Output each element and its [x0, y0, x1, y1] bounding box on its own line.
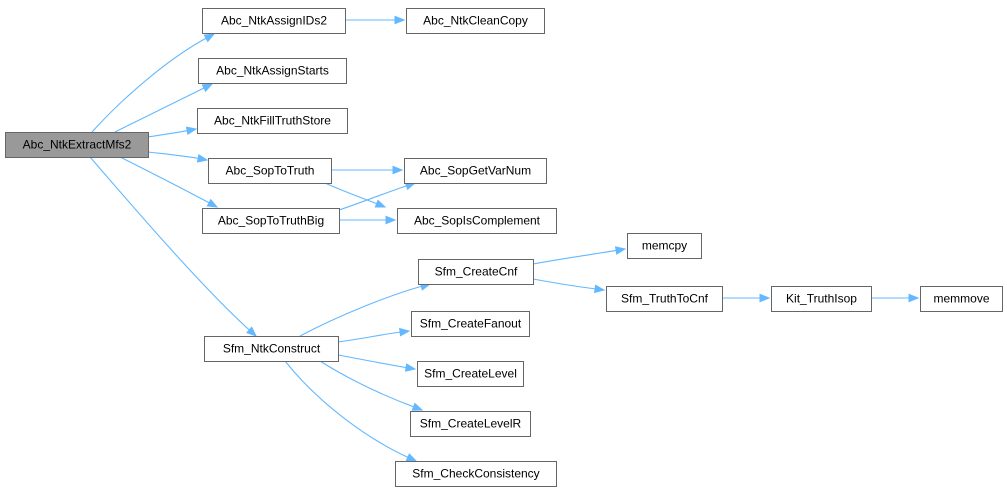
- node-label: Abc_SopGetVarNum: [420, 164, 531, 178]
- edge-line: [89, 156, 250, 331]
- edge-line: [337, 331, 401, 343]
- node-label: Sfm_NtkConstruct: [223, 342, 321, 356]
- arrowhead: [203, 33, 216, 43]
- node-label: Abc_NtkAssignIDs2: [221, 14, 327, 28]
- node-abc-ntkcleancopy[interactable]: Abc_NtkCleanCopy: [406, 8, 545, 34]
- node-abc-soptotruth[interactable]: Abc_SopToTruth: [208, 158, 332, 184]
- edge-n0-to-n3: [114, 83, 214, 133]
- arrowhead: [908, 293, 920, 303]
- edge-line: [299, 285, 422, 337]
- arrowhead: [405, 453, 418, 462]
- node-abc-sopgetvarnum[interactable]: Abc_SopGetVarNum: [404, 158, 547, 184]
- node-label: Sfm_CreateFanout: [420, 317, 522, 331]
- edge-n0-to-n9: [89, 156, 257, 337]
- node-memmove[interactable]: memmove: [920, 286, 1003, 312]
- edge-n0-to-n4: [147, 126, 198, 138]
- node-memcpy[interactable]: memcpy: [627, 233, 702, 259]
- edge-n5-to-n6: [331, 165, 404, 175]
- arrowhead: [614, 246, 627, 255]
- arrowhead: [759, 293, 771, 303]
- edge-line: [319, 360, 414, 408]
- edge-n1-to-n2: [344, 15, 406, 25]
- node-sfm-createcnf[interactable]: Sfm_CreateCnf: [418, 259, 534, 285]
- edge-line: [532, 278, 596, 290]
- arrowhead: [201, 83, 214, 93]
- node-sfm-ntkconstruct[interactable]: Sfm_NtkConstruct: [204, 336, 339, 362]
- node-label: Sfm_CreateLevelR: [420, 417, 522, 431]
- node-abc-ntkfilltruthstore[interactable]: Abc_NtkFillTruthStore: [197, 108, 348, 134]
- node-label: Abc_NtkCleanCopy: [423, 14, 528, 28]
- arrowhead: [185, 126, 198, 136]
- edge-n9-to-n15: [337, 327, 411, 343]
- edge-n0-to-n1: [91, 33, 216, 133]
- arrowhead: [404, 363, 417, 372]
- edge-n0-to-n7: [119, 156, 219, 208]
- node-label: Abc_NtkExtractMfs2: [23, 138, 132, 152]
- edge-line: [119, 156, 210, 204]
- node-label: Sfm_CheckConsistency: [412, 467, 539, 481]
- edge-line: [114, 87, 205, 133]
- edge-n5-to-n8: [324, 182, 387, 208]
- node-label: Abc_SopToTruth: [226, 164, 315, 178]
- arrowhead: [394, 15, 406, 25]
- node-label: Abc_SopIsComplement: [414, 214, 541, 228]
- edge-line: [147, 151, 199, 159]
- edge-line: [338, 185, 407, 211]
- edge-line: [147, 130, 188, 138]
- arrowhead: [411, 402, 424, 411]
- node-abc-soptotruthbig[interactable]: Abc_SopToTruthBig: [202, 208, 340, 234]
- edge-n12-to-n13: [721, 293, 771, 303]
- node-sfm-truthtocnf[interactable]: Sfm_TruthToCnf: [606, 286, 723, 312]
- arrowhead: [196, 154, 209, 163]
- arrowhead: [246, 326, 257, 337]
- node-label: Sfm_CreateLevel: [424, 367, 517, 381]
- node-layer: Abc_NtkExtractMfs2 Abc_NtkAssignIDs2 Abc…: [5, 8, 1003, 487]
- arrowhead: [385, 215, 397, 225]
- edge-line: [532, 249, 617, 265]
- edge-n9-to-n17: [319, 360, 424, 411]
- node-label: Abc_NtkAssignStarts: [216, 64, 329, 78]
- node-kit-truthisop[interactable]: Kit_TruthIsop: [771, 286, 872, 312]
- edge-line: [324, 182, 377, 205]
- node-label: Sfm_TruthToCnf: [621, 292, 709, 306]
- edge-n13-to-n14: [870, 293, 920, 303]
- node-abc-sopiscomplement[interactable]: Abc_SopIsComplement: [397, 208, 557, 234]
- arrowhead: [374, 199, 387, 208]
- edge-n7-to-n8: [339, 215, 397, 225]
- node-sfm-createfanout[interactable]: Sfm_CreateFanout: [411, 311, 530, 337]
- edge-n0-to-n5: [147, 151, 209, 163]
- arrowhead: [206, 198, 219, 208]
- edge-layer: [89, 15, 920, 462]
- edge-n7-to-n6: [338, 181, 417, 211]
- node-label: Abc_NtkFillTruthStore: [214, 114, 331, 128]
- edge-n9-to-n18: [284, 360, 418, 462]
- edge-line: [284, 360, 409, 458]
- node-sfm-checkconsistency[interactable]: Sfm_CheckConsistency: [395, 461, 557, 487]
- node-abc-ntkassignids2[interactable]: Abc_NtkAssignIDs2: [202, 8, 346, 34]
- node-label: memmove: [933, 292, 989, 306]
- node-abc-ntkassignstarts[interactable]: Abc_NtkAssignStarts: [198, 58, 347, 84]
- node-sfm-createlevel[interactable]: Sfm_CreateLevel: [417, 361, 524, 387]
- node-label: Abc_SopToTruthBig: [218, 214, 324, 228]
- node-label: Kit_TruthIsop: [786, 292, 857, 306]
- edge-n9-to-n10: [299, 282, 432, 337]
- arrowhead: [399, 327, 411, 337]
- edge-n10-to-n12: [532, 278, 606, 294]
- node-label: memcpy: [642, 239, 687, 253]
- edge-line: [91, 37, 207, 133]
- node-abc-ntkextractmfs2[interactable]: Abc_NtkExtractMfs2: [5, 132, 149, 158]
- node-label: Sfm_CreateCnf: [435, 265, 518, 279]
- arrowhead: [392, 165, 404, 175]
- edge-line: [337, 354, 407, 369]
- edge-n10-to-n11: [532, 246, 627, 265]
- node-sfm-createlevelr[interactable]: Sfm_CreateLevelR: [410, 411, 531, 437]
- edge-n9-to-n16: [337, 354, 417, 372]
- arrowhead: [594, 284, 606, 294]
